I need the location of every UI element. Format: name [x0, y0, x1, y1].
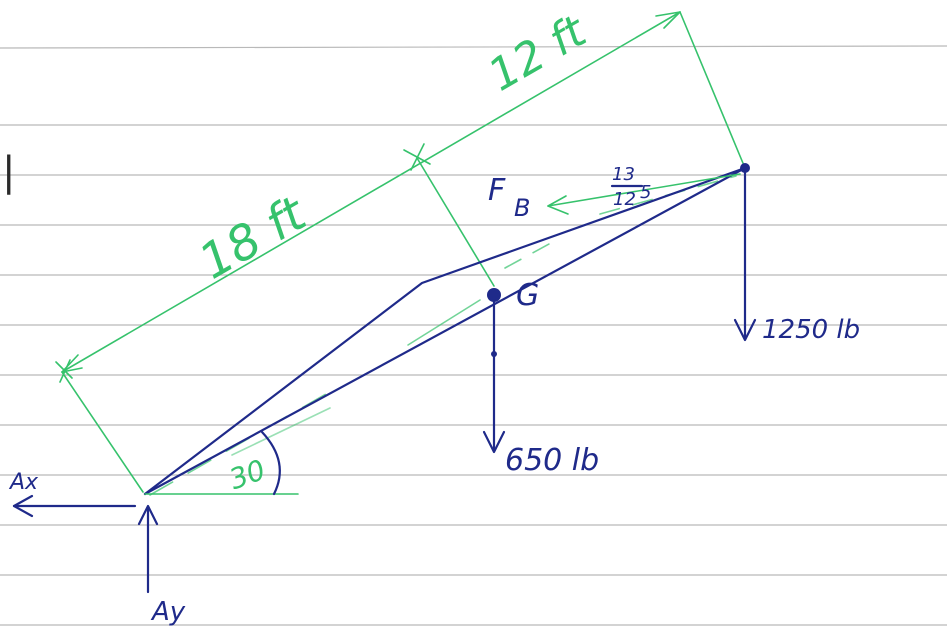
reaction-ay-arrow [137, 504, 159, 594]
load-650-arrow [482, 294, 506, 454]
dimension-tick-left [55, 359, 73, 383]
angle-30-label: 30 [225, 453, 270, 496]
slope-12-label: 12 [613, 189, 636, 210]
slope-5-label: 5 [640, 182, 651, 203]
reaction-ay-label: Ay [150, 597, 186, 627]
load-650-label: 650 lb [505, 443, 599, 478]
slope-13-label: 13 [612, 164, 635, 185]
construction-line-5 [231, 407, 331, 456]
angle-arc [144, 430, 299, 496]
dimension-tick-middle [403, 143, 431, 171]
ruled-lines [0, 45, 947, 626]
force-fb-subscript: B [514, 194, 530, 222]
extension-line-b [679, 11, 746, 169]
construction-line-2 [407, 299, 481, 346]
load-1250-label: 1250 lb [762, 315, 860, 345]
reaction-ax-label: Ax [8, 470, 39, 495]
load-1250-arrow [733, 168, 757, 342]
construction-line-3 [504, 237, 561, 269]
margin-mark: | [2, 149, 15, 195]
center-of-gravity-label: G [516, 278, 539, 313]
force-fb-label: F [488, 173, 506, 208]
force-fb-arrow [547, 173, 741, 215]
dimension-12-label: 12 ft [480, 5, 596, 101]
dimension-lines [55, 11, 746, 496]
dimension-line-main [61, 11, 681, 373]
extension-line-g [416, 157, 495, 287]
reaction-ax-arrow [12, 494, 137, 518]
point-b [740, 163, 750, 173]
extension-line-a [61, 371, 144, 493]
dimension-arrow-right [655, 11, 681, 29]
member-lower-edge [143, 166, 747, 496]
member-upper-edge [143, 166, 747, 496]
structure [143, 163, 750, 496]
